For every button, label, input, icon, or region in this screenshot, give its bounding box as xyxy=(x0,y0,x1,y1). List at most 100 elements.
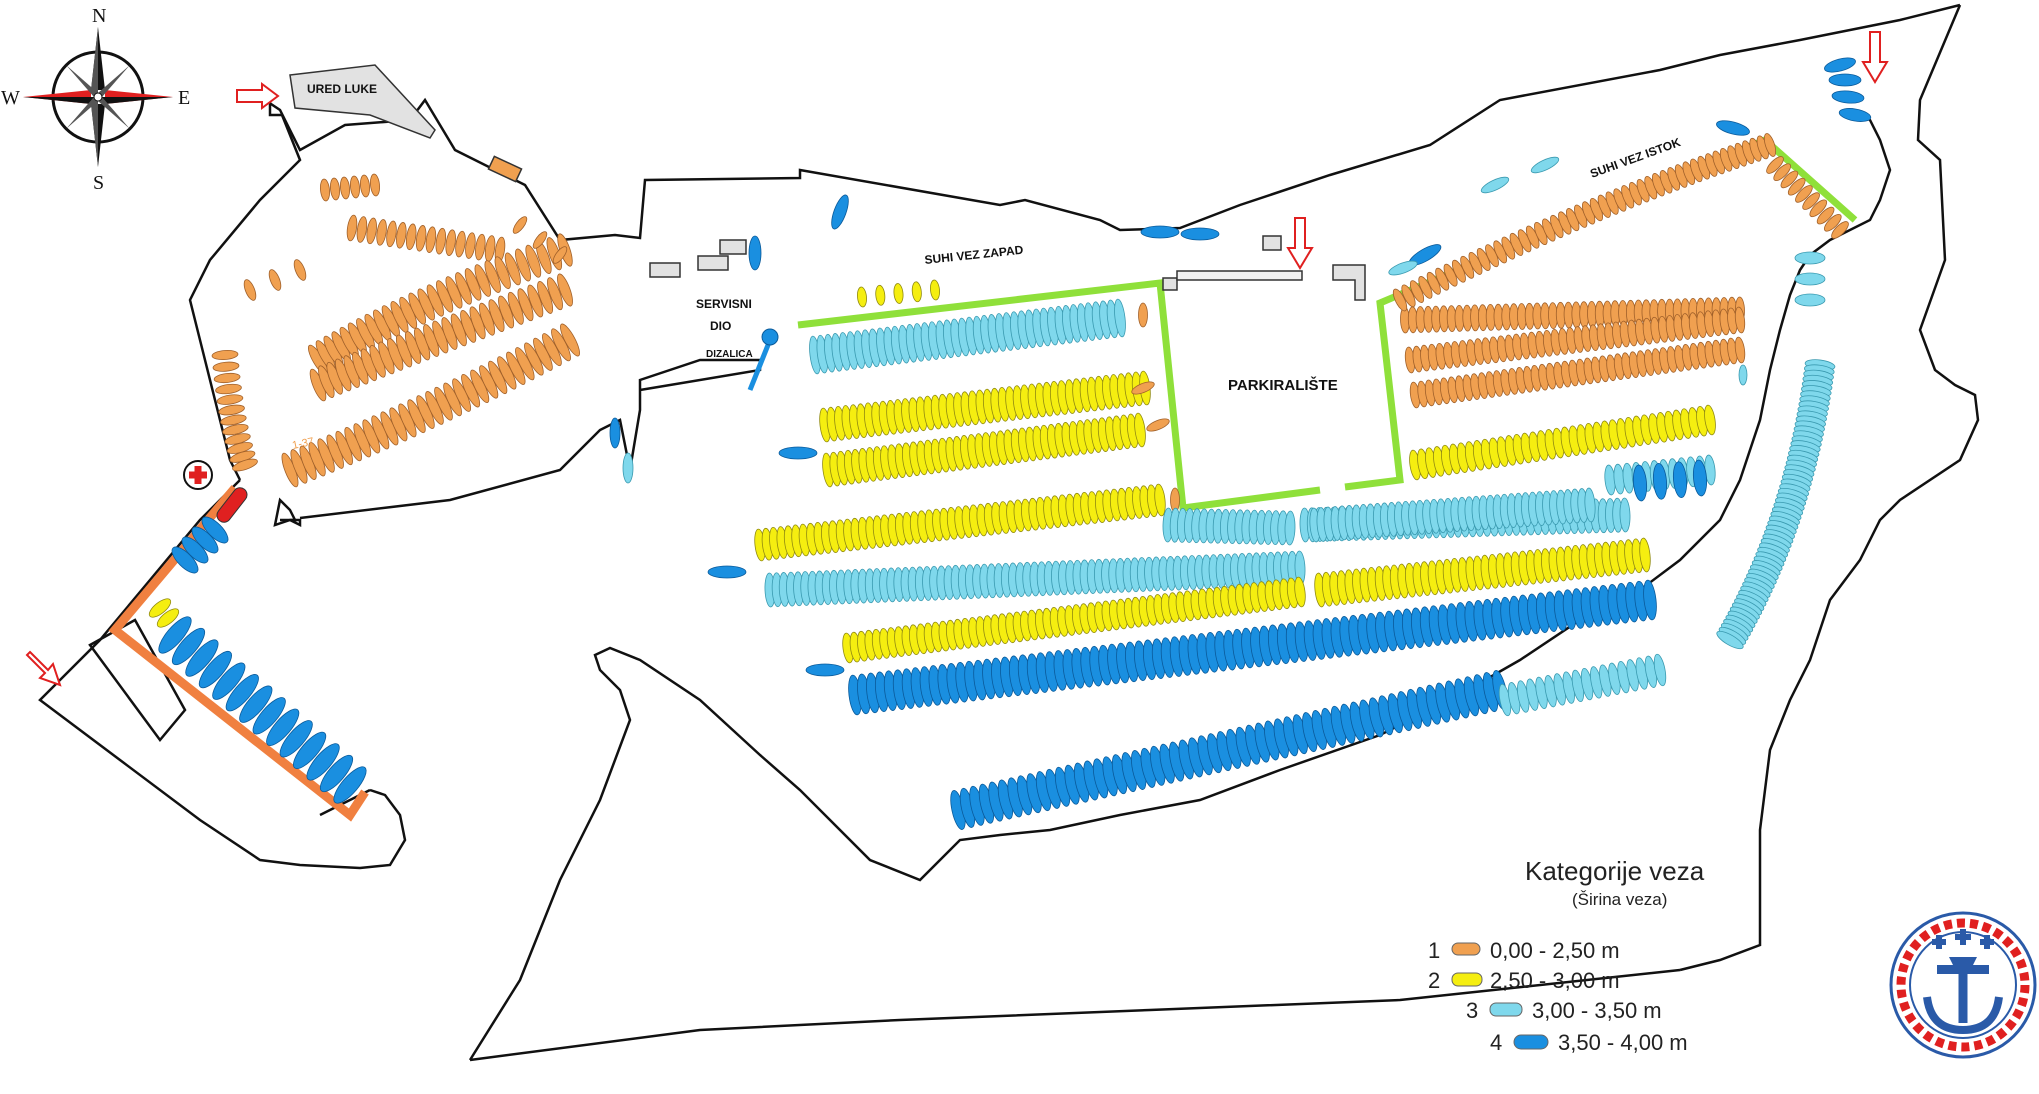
berth-boat xyxy=(425,226,437,253)
berth-boat xyxy=(1692,459,1708,497)
berth-boat xyxy=(1824,57,1856,73)
berth-boat xyxy=(156,608,180,628)
berth-boat xyxy=(220,414,247,426)
berth-boat xyxy=(805,663,845,677)
service-area-label-2: DIO xyxy=(710,319,731,333)
berth-boat xyxy=(349,175,361,199)
entrance-arrow-icon xyxy=(25,650,62,687)
berth-boat xyxy=(1480,176,1510,194)
berth-boat xyxy=(158,616,192,654)
berth-boat xyxy=(1180,227,1220,241)
berth-boat xyxy=(1392,288,1408,312)
berth-boat xyxy=(1584,487,1596,523)
legend-range-3: 3,00 - 3,50 m xyxy=(1532,998,1662,1023)
berth-boat xyxy=(243,279,257,301)
berth-boat xyxy=(1154,483,1166,517)
berth-boat xyxy=(225,674,259,712)
berth-boat xyxy=(1794,293,1826,307)
berth-boat xyxy=(1763,133,1777,157)
berth-boat xyxy=(293,731,327,770)
berth-boat xyxy=(293,259,307,281)
berth-boat xyxy=(329,177,341,201)
berth-boat xyxy=(1114,298,1126,338)
berth-boat xyxy=(268,269,282,291)
berth-boat xyxy=(198,650,232,689)
berth-boat xyxy=(875,284,886,306)
berth-boat xyxy=(494,256,511,290)
berth-boat xyxy=(1138,302,1148,328)
berth-boat xyxy=(1766,156,1784,174)
berth-boat xyxy=(911,281,922,303)
berth-boat xyxy=(1652,462,1668,500)
harbour-office-label: URED LUKE xyxy=(307,82,377,96)
berth-boat xyxy=(1294,576,1306,608)
berth-boat xyxy=(557,273,573,307)
berth-boat xyxy=(1643,579,1657,621)
berth-boat xyxy=(1816,206,1835,225)
berth-boat xyxy=(465,232,476,259)
entrance-arrow-icon xyxy=(236,82,280,110)
berth-boat xyxy=(1831,90,1865,104)
berth-boat xyxy=(215,383,242,395)
berth-boat xyxy=(1131,381,1155,395)
berth-boat xyxy=(356,216,368,243)
berth-boat xyxy=(171,627,206,666)
berth-boat xyxy=(252,697,286,735)
berth-boat xyxy=(1284,510,1296,546)
berth-boat xyxy=(366,217,377,245)
service-area-label-1: SERVISNI xyxy=(696,297,752,311)
berth-boat xyxy=(218,404,245,416)
legend-subtitle: (Širina veza) xyxy=(1572,890,1667,909)
berth-boat xyxy=(266,708,300,746)
berth-boat xyxy=(185,639,219,677)
compass-west-label: W xyxy=(1,87,20,109)
berth-boat xyxy=(1134,412,1146,448)
berth-boat xyxy=(547,277,563,311)
legend-range-2: 2,50 - 3,00 m xyxy=(1490,968,1620,993)
berth-boat xyxy=(279,720,313,758)
legend-range-4: 3,50 - 4,00 m xyxy=(1558,1030,1688,1055)
berth-boat xyxy=(1828,73,1862,87)
berth-boat xyxy=(1802,192,1820,210)
berth-boat xyxy=(857,286,867,308)
berth-boat xyxy=(515,248,531,282)
legend-num-3: 3 xyxy=(1466,998,1478,1023)
berth-boat xyxy=(748,235,762,271)
berth-boat xyxy=(148,598,172,618)
parking-label: PARKIRALIŠTE xyxy=(1228,376,1338,394)
berth-boat xyxy=(504,252,521,286)
berth-boat xyxy=(435,227,447,255)
berth-boat xyxy=(216,394,244,405)
berth-boat xyxy=(532,231,548,249)
berth-boat xyxy=(376,219,387,246)
berth-boat xyxy=(560,323,580,357)
dry-berth-lines xyxy=(797,135,1858,512)
legend-num-2: 2 xyxy=(1428,968,1440,993)
berth-boat xyxy=(1653,653,1667,687)
berth-boat xyxy=(1716,630,1744,650)
berth-boat xyxy=(319,754,354,793)
buildings xyxy=(289,64,1366,301)
berth-boat xyxy=(1632,464,1648,502)
berths-layer xyxy=(148,57,1872,830)
berth-boat xyxy=(346,214,358,242)
berth-boat xyxy=(396,222,407,249)
legend-num-4: 4 xyxy=(1490,1030,1502,1055)
berth-boat xyxy=(359,174,371,198)
legend: Kategorije veza (Širina veza) 1 0,00 - 2… xyxy=(1428,856,1705,1055)
berth-boat xyxy=(232,458,258,472)
berth-boat xyxy=(537,280,554,314)
berth-boat xyxy=(1672,461,1688,499)
berth-boat xyxy=(1838,108,1872,122)
entrance-arrow-icon xyxy=(1286,217,1314,270)
legend-title: Kategorije veza xyxy=(1525,856,1705,886)
berth-boat xyxy=(1795,185,1813,203)
berth-boat xyxy=(517,288,534,322)
berth-boat xyxy=(1787,177,1806,196)
berth-boat xyxy=(1619,497,1631,533)
berth-boat xyxy=(893,283,904,304)
berth-boat xyxy=(333,766,367,804)
crane-icon xyxy=(747,328,779,391)
berth-boat xyxy=(415,225,427,252)
